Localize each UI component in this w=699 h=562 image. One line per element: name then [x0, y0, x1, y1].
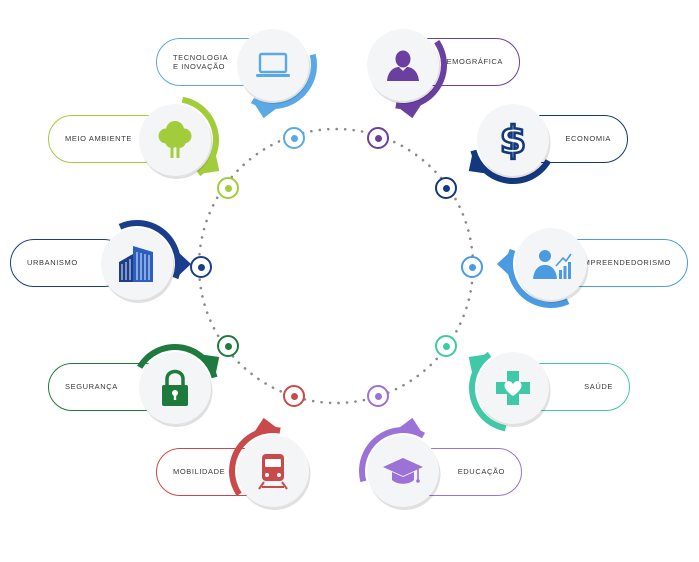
- badge-educacao: [355, 417, 451, 519]
- tree-icon: [158, 121, 192, 158]
- badge-mobilidade: [225, 417, 321, 519]
- laptop-icon: [256, 52, 290, 77]
- label-urbanismo: URBANISMO: [27, 258, 78, 268]
- person-icon: [387, 50, 419, 81]
- badge-disc: [237, 29, 317, 119]
- train-icon: [258, 454, 288, 490]
- badge-tecnologia: [225, 17, 321, 119]
- businessman-growth-icon: [533, 250, 572, 279]
- ring-node-urbanismo: [190, 256, 212, 278]
- ring-node-tecnologia: [283, 127, 305, 149]
- ring-node-seguranca: [217, 335, 239, 357]
- health-cross-heart-icon: [496, 371, 530, 405]
- badge-saude: [465, 340, 561, 436]
- graduation-cap-icon: [383, 458, 423, 484]
- ring-node-demografica: [367, 127, 389, 149]
- dollar-icon: $: [498, 117, 527, 164]
- badge-economia: $: [465, 92, 561, 188]
- label-economia: ECONOMIA: [565, 134, 611, 144]
- badge-seguranca: [127, 340, 223, 436]
- label-demografica: DEMOGRÁFICA: [440, 57, 503, 67]
- ring-node-meio-ambiente: [217, 177, 239, 199]
- label-mobilidade: MOBILIDADE: [173, 467, 226, 477]
- ring-node-saude: [435, 335, 457, 357]
- badge-demografica: [355, 17, 451, 119]
- badge-meio-ambiente: [127, 92, 223, 188]
- label-saude: SAÚDE: [584, 382, 613, 392]
- padlock-icon: [162, 369, 188, 406]
- badge-urbanismo: [89, 216, 191, 312]
- badge-disc: [497, 228, 589, 308]
- building-icon: [119, 246, 153, 282]
- label-educacao: EDUCAÇÃO: [457, 467, 505, 477]
- label-seguranca: SEGURANÇA: [65, 382, 118, 392]
- ring-node-economia: [435, 177, 457, 199]
- ring-node-educacao: [367, 385, 389, 407]
- svg-text:$: $: [500, 118, 526, 162]
- label-tecnologia: TECNOLOGIA E INOVAÇÃO: [173, 52, 229, 71]
- label-empreendedorismo: EMPREENDEDORISMO: [578, 258, 671, 268]
- label-meio-ambiente: MEIO AMBIENTE: [65, 134, 132, 144]
- badge-disc: [468, 104, 551, 184]
- badge-empreendedorismo: [497, 216, 599, 312]
- ring-node-mobilidade: [283, 385, 305, 407]
- ring-node-empreendedorismo: [461, 256, 483, 278]
